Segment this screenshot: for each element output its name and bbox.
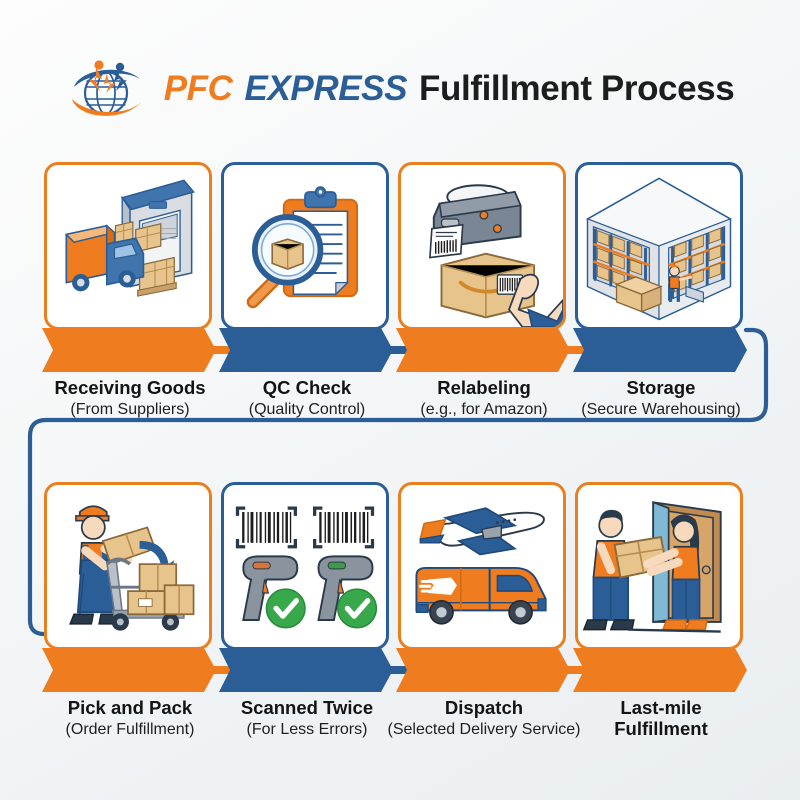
- warehouse-racking-icon: [586, 177, 732, 321]
- step-chevron-5: [42, 648, 216, 692]
- step-subtitle-1: (From Suppliers): [70, 400, 190, 418]
- step-label-2: QC Check (Quality Control): [197, 377, 417, 419]
- label-printer-barcode-hand-icon: [429, 184, 563, 327]
- title-brand-pfc: PFC: [163, 68, 233, 108]
- step-label-7: Dispatch (Selected Delivery Service): [374, 697, 594, 739]
- step-label-3: Relabeling (e.g., for Amazon): [374, 377, 594, 419]
- flow-row-1: Receiving Goods (From Suppliers): [0, 152, 800, 452]
- clipboard-magnifier-box-icon: [246, 186, 359, 309]
- step-subtitle-8: Fulfillment: [614, 717, 708, 739]
- step-card-5: [44, 482, 212, 650]
- step-subtitle-4: (Secure Warehousing): [581, 400, 741, 418]
- flow-step-dispatch[interactable]: Dispatch (Selected Delivery Service): [388, 472, 596, 772]
- step-label-1: Receiving Goods (From Suppliers): [20, 377, 240, 419]
- flow-step-pick-and-pack[interactable]: Pick and Pack (Order Fulfillment): [42, 472, 242, 772]
- step-card-8: [575, 482, 743, 650]
- step-label-6: Scanned Twice (For Less Errors): [197, 697, 417, 739]
- step-title-8: Last-mile: [620, 697, 702, 718]
- step-chevron-1: [42, 328, 216, 372]
- flow-row-2: Pick and Pack (Order Fulfillment): [0, 472, 800, 772]
- step-title-6: Scanned Twice: [240, 697, 374, 718]
- courier-handover-door-icon: [582, 501, 722, 633]
- step-title-2: QC Check: [262, 377, 352, 398]
- flow-step-relabeling[interactable]: Relabeling (e.g., for Amazon): [396, 152, 596, 452]
- step-card-7: [398, 482, 566, 650]
- step-subtitle-6: (For Less Errors): [246, 720, 368, 738]
- step-label-8: Last-mile Fulfillment: [551, 697, 771, 739]
- step-chevron-3: [396, 328, 570, 372]
- step-card-1: [44, 162, 212, 330]
- page-header: PFC EXPRESS Fulfillment Process: [0, 52, 800, 124]
- page-title: PFC EXPRESS Fulfillment Process: [164, 71, 735, 106]
- step-chevron-8: [573, 648, 747, 692]
- step-label-5: Pick and Pack (Order Fulfillment): [20, 697, 240, 739]
- step-card-4: [575, 162, 743, 330]
- step-subtitle-2: (Quality Control): [248, 400, 366, 418]
- step-subtitle-3: (e.g., for Amazon): [420, 400, 548, 418]
- step-card-2: [221, 162, 389, 330]
- step-subtitle-7: (Selected Delivery Service): [387, 720, 581, 738]
- step-chevron-2: [219, 328, 393, 372]
- step-label-4: Storage (Secure Warehousing): [551, 377, 771, 419]
- step-chevron-4: [573, 328, 747, 372]
- worker-handtruck-boxes-icon: [69, 505, 195, 631]
- flow-step-receiving-goods[interactable]: Receiving Goods (From Suppliers): [42, 152, 242, 452]
- truck-warehouse-icon: [64, 179, 195, 297]
- pfc-globe-people-logo-icon: [71, 60, 142, 116]
- step-title-3: Relabeling: [437, 377, 531, 398]
- flow-step-storage[interactable]: Storage (Secure Warehousing): [573, 152, 747, 452]
- step-title-1: Receiving Goods: [54, 377, 206, 398]
- step-chevron-7: [396, 648, 570, 692]
- double-barcode-scanner-check-icon: [235, 506, 378, 629]
- step-title-4: Storage: [626, 377, 696, 398]
- flow-step-qc-check[interactable]: QC Check (Quality Control): [219, 152, 419, 452]
- step-chevron-6: [219, 648, 393, 692]
- title-brand-express: EXPRESS: [244, 68, 408, 108]
- airplane-delivery-van-icon: [415, 507, 547, 625]
- step-title-7: Dispatch: [444, 697, 524, 718]
- title-rest: Fulfillment Process: [419, 68, 735, 108]
- step-card-6: [221, 482, 389, 650]
- flow-step-scanned-twice[interactable]: Scanned Twice (For Less Errors): [219, 472, 419, 772]
- flow-step-last-mile-fulfillment[interactable]: Last-mile Fulfillment: [573, 472, 747, 772]
- step-subtitle-5: (Order Fulfillment): [65, 720, 195, 738]
- step-card-3: [398, 162, 566, 330]
- step-title-5: Pick and Pack: [67, 697, 193, 718]
